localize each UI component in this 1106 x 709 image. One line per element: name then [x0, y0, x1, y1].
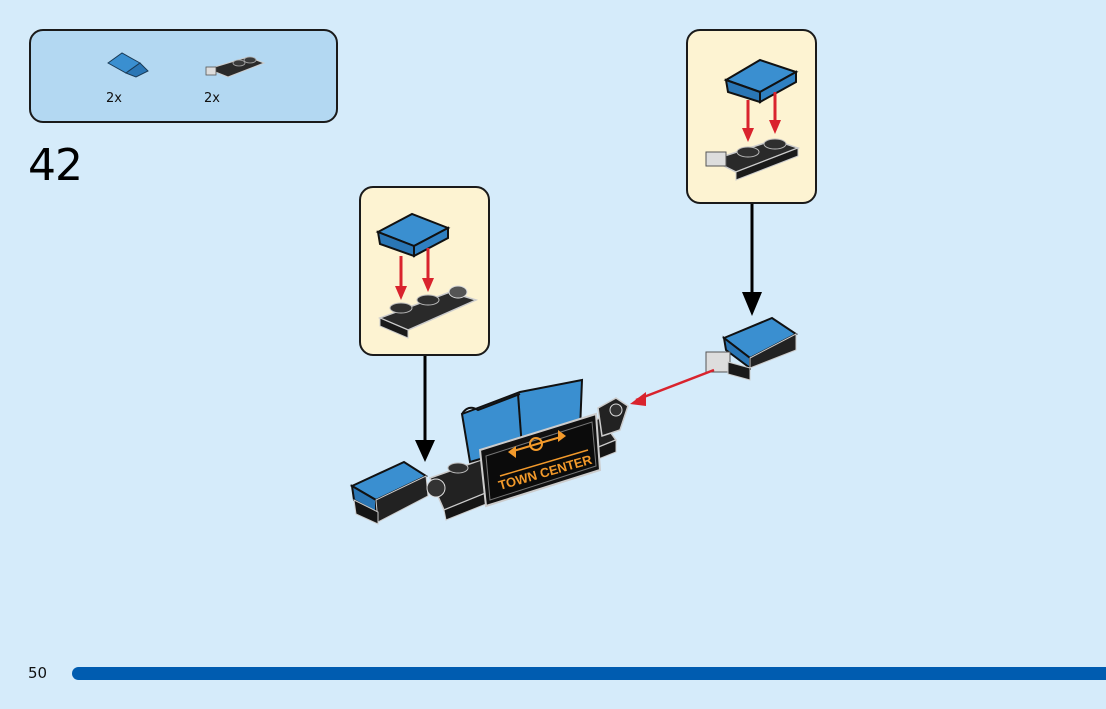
right-callout-red-arrows [742, 92, 781, 142]
part-blue-slope: 2x [106, 49, 166, 109]
sign-arrow-icon [499, 430, 589, 477]
right-assembly-arrow [742, 204, 762, 316]
part-hinge-plate: 2x [204, 49, 266, 109]
page-number: 50 [28, 664, 48, 682]
left-assembly-arrow [415, 356, 435, 462]
page-progress-bar [72, 667, 1106, 680]
right-callout-slope [723, 58, 799, 104]
blue-slope-icon [107, 52, 149, 78]
hinge-plate-icon [205, 56, 266, 78]
right-subassembly-piece [705, 316, 798, 381]
left-callout-hinge-plate [377, 285, 479, 339]
right-subassembly-callout [686, 29, 817, 204]
part-quantity: 2x [204, 91, 220, 106]
main-assembly [349, 378, 629, 525]
left-callout-slope [375, 212, 451, 258]
left-callout-red-arrows [395, 248, 434, 300]
left-subassembly-callout [359, 186, 490, 356]
parts-list-box: 2x 2x [29, 29, 338, 123]
right-callout-hinge-plate [705, 138, 801, 181]
step-number: 42 [28, 140, 83, 191]
part-quantity: 2x [106, 91, 122, 106]
red-attach-arrow [630, 368, 715, 406]
